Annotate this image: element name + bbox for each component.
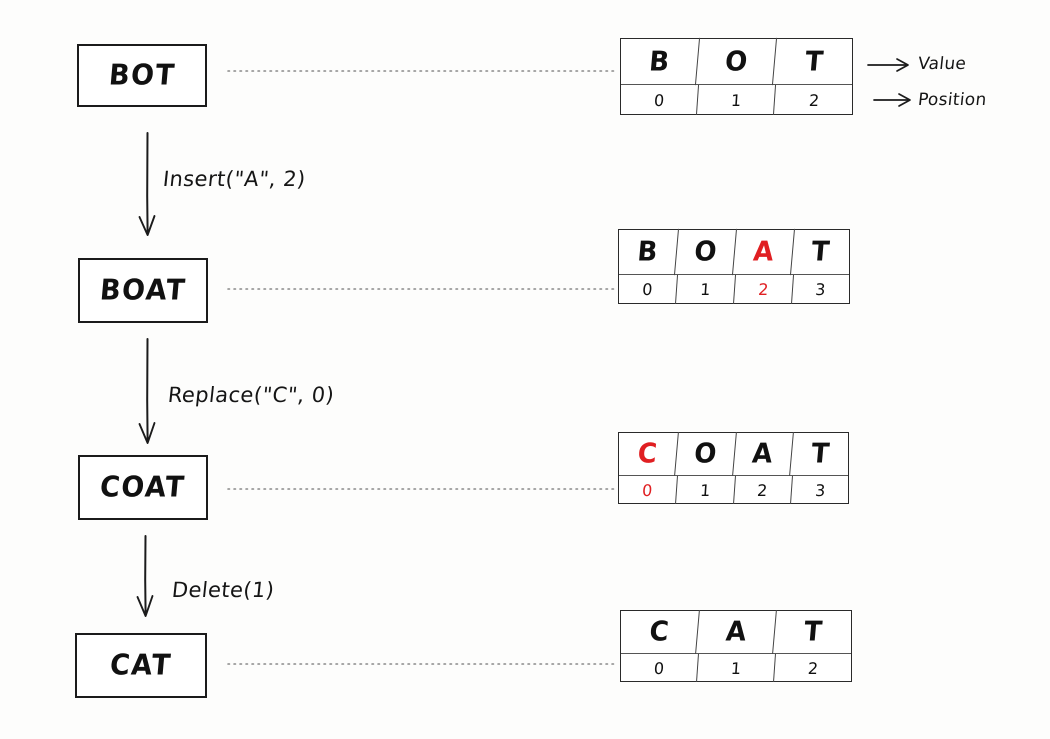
array-position-cell: 1 <box>675 476 735 504</box>
array-table-coat: C O A T 0 1 2 3 <box>617 431 849 504</box>
array-values-row: B O A T <box>616 228 849 275</box>
array-value-cell: T <box>810 236 831 268</box>
array-value-cell: A <box>732 431 794 477</box>
array-position-cell: 0 <box>619 85 700 115</box>
array-position-cell-highlighted: 2 <box>733 274 794 304</box>
array-position-cell: 1 <box>675 274 736 304</box>
array-position-cell: 2 <box>733 476 793 504</box>
state-box-boat[interactable]: BOAT <box>78 258 208 323</box>
array-position-cell: 2 <box>807 658 819 678</box>
array-positions-row: 0 1 2 3 <box>618 475 848 504</box>
operation-label-delete: Delete(1) <box>170 578 276 602</box>
flow-arrow-delete <box>136 535 154 617</box>
array-positions-row: 0 1 2 <box>620 653 851 682</box>
array-position-cell: 1 <box>697 654 776 682</box>
array-positions-row: 0 1 2 3 <box>617 273 849 304</box>
array-value-cell: B <box>618 37 701 86</box>
array-value-cell-highlighted: A <box>732 228 795 275</box>
array-positions-row: 0 1 2 <box>619 84 852 115</box>
annotation-label-position: Position <box>916 90 988 110</box>
state-label-coat: COAT <box>98 471 188 504</box>
array-value-cell: B <box>616 228 679 275</box>
state-box-bot[interactable]: BOT <box>77 44 207 107</box>
array-value-cell: C <box>619 609 700 655</box>
array-values-row: C O A T <box>617 431 848 477</box>
operation-label-insert: Insert("A", 2) <box>161 167 307 191</box>
array-position-cell: 1 <box>697 85 777 115</box>
annotation-arrow-value <box>867 58 909 72</box>
flow-arrow-replace <box>138 338 156 444</box>
array-position-cell-highlighted: 0 <box>618 476 678 504</box>
array-value-cell: O <box>674 228 737 275</box>
array-position-cell: 0 <box>617 274 678 304</box>
array-position-cell: 3 <box>814 279 827 299</box>
array-position-cell: 2 <box>808 90 820 110</box>
state-label-bot: BOT <box>107 59 177 92</box>
annotation-arrow-position <box>873 93 911 107</box>
array-value-cell: T <box>803 45 825 78</box>
array-value-cell: T <box>802 616 824 648</box>
state-label-boat: BOAT <box>98 274 188 307</box>
array-values-row: B O T <box>618 37 852 86</box>
array-value-cell: O <box>696 37 778 86</box>
array-position-cell: 3 <box>813 480 826 500</box>
array-table-boat: B O A T 0 1 2 3 <box>616 228 850 304</box>
annotation-label-value: Value <box>916 54 968 74</box>
array-values-row: C A T <box>619 609 851 655</box>
array-value-cell-highlighted: C <box>617 431 679 477</box>
array-table-cat: C A T 0 1 2 <box>619 609 852 682</box>
array-value-cell: O <box>674 431 736 477</box>
array-position-cell: 0 <box>620 654 699 682</box>
array-table-bot: B O T 0 1 2 <box>618 37 853 115</box>
state-box-cat[interactable]: CAT <box>75 633 207 698</box>
flow-arrow-insert <box>138 132 156 236</box>
array-value-cell: T <box>809 438 831 470</box>
state-box-coat[interactable]: COAT <box>78 455 208 520</box>
operation-label-replace: Replace("C", 0) <box>166 383 336 407</box>
array-value-cell: A <box>696 609 777 655</box>
state-label-cat: CAT <box>108 649 174 682</box>
